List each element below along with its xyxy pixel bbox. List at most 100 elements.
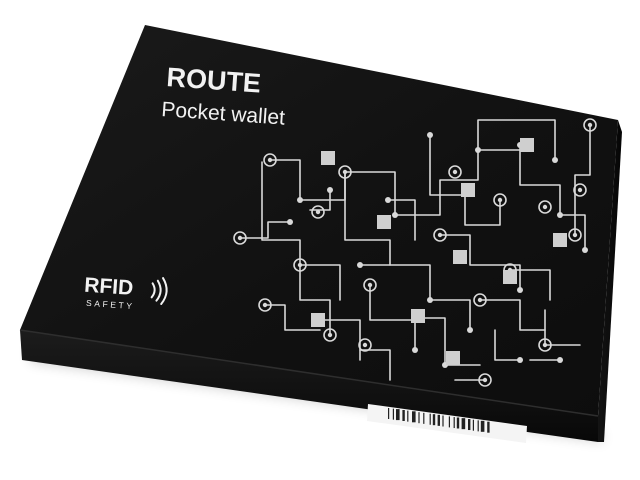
- circuit-node-ring: [293, 258, 307, 272]
- circuit-junction: [412, 347, 418, 353]
- circuit-trace: [479, 299, 546, 331]
- circuit-trace: [477, 119, 556, 161]
- circuit-trace: [261, 161, 341, 301]
- circuit-node-ring: [311, 205, 325, 219]
- barcode-bar: [472, 419, 474, 431]
- barcode-bar: [477, 420, 479, 432]
- box-right-side: [598, 120, 622, 442]
- barcode-bar: [448, 416, 450, 428]
- circuit-trace: [387, 199, 416, 241]
- circuit-junction: [467, 327, 473, 333]
- circuit-node-dot: [587, 122, 593, 128]
- circuit-trace: [239, 221, 291, 239]
- circuit-junction: [297, 197, 303, 203]
- circuit-junction: [385, 197, 391, 203]
- barcode-bar: [402, 409, 405, 421]
- circuit-node-dot: [362, 342, 368, 348]
- circuit-junction: [517, 287, 523, 293]
- circuit-node-dot: [262, 302, 268, 308]
- barcode-bar: [418, 412, 420, 424]
- circuit-chip: [553, 233, 567, 247]
- circuit-node-ring: [568, 228, 582, 242]
- circuit-chip: [520, 138, 534, 152]
- circuit-node-dot: [482, 377, 488, 383]
- circuit-node-dot: [572, 232, 578, 238]
- circuit-trace: [429, 134, 501, 226]
- rfid-label: RFID: [84, 274, 134, 300]
- circuit-trace: [414, 317, 481, 366]
- circuit-junction: [287, 219, 293, 225]
- circuit-node-dot: [327, 332, 333, 338]
- barcode-sticker: [367, 404, 527, 443]
- circuit-trace: [359, 349, 391, 381]
- barcode-bar: [432, 414, 436, 426]
- barcode-bar: [453, 417, 455, 429]
- circuit-node-dot: [297, 262, 303, 268]
- barcode-bar: [392, 408, 394, 420]
- barcode-bar: [456, 417, 460, 429]
- circuit-junction: [392, 212, 398, 218]
- circuit-chip: [503, 270, 517, 284]
- circuit-junction: [557, 212, 563, 218]
- barcode-bar: [396, 409, 400, 421]
- circuit-node-dot: [577, 187, 583, 193]
- barcode-bar: [468, 419, 471, 431]
- circuit-node-dot: [542, 204, 548, 210]
- rfid-safety-label: SAFETY: [86, 298, 135, 311]
- circuit-node-ring: [258, 298, 272, 312]
- circuit-trace: [344, 171, 391, 266]
- circuit-node-ring: [493, 193, 507, 207]
- circuit-node-ring: [363, 278, 377, 292]
- circuit-node-ring: [583, 118, 597, 132]
- circuit-chip: [321, 151, 335, 165]
- barcode-bar: [442, 415, 444, 427]
- circuit-node-dot: [315, 209, 321, 215]
- circuit-trace: [559, 214, 586, 251]
- circuit-node-dot: [367, 282, 373, 288]
- circuit-junction: [475, 147, 481, 153]
- circuit-node-ring: [538, 200, 552, 214]
- barcode-icon: [388, 408, 490, 433]
- circuit-junction: [357, 262, 363, 268]
- circuit-node-dot: [237, 235, 243, 241]
- circuit-node-dot: [267, 157, 273, 163]
- box-top-face: [20, 25, 618, 416]
- circuit-junction: [327, 187, 333, 193]
- circuit-junction: [427, 297, 433, 303]
- box-front-side: [20, 330, 598, 442]
- barcode-bar: [388, 408, 390, 419]
- circuit-node-dot: [477, 297, 483, 303]
- circuit-junction: [557, 357, 563, 363]
- circuit-trace: [494, 329, 521, 361]
- rfid-badge: RFID SAFETY: [84, 274, 168, 311]
- circuit-trace: [394, 149, 521, 216]
- circuit-node-ring: [358, 338, 372, 352]
- barcode-bar: [423, 412, 425, 424]
- circuit-chip: [311, 313, 325, 327]
- barcode-bar: [437, 414, 440, 426]
- circuit-trace: [519, 144, 561, 216]
- circuit-trace: [369, 284, 416, 351]
- barcode-bar: [480, 420, 485, 432]
- product-title: ROUTE: [166, 62, 262, 99]
- circuit-node-ring: [323, 328, 337, 342]
- circuit-chip: [453, 250, 467, 264]
- barcode-bar: [412, 411, 416, 423]
- circuit-chip: [461, 183, 475, 197]
- circuit-chip: [446, 351, 460, 365]
- circuit-node-dot: [542, 342, 548, 348]
- barcode-bar: [461, 418, 466, 430]
- circuit-trace: [574, 124, 591, 236]
- barcode-bar: [407, 410, 409, 422]
- circuit-node-ring: [233, 231, 247, 245]
- circuit-node-dot: [452, 169, 458, 175]
- barcode-bar: [429, 413, 431, 425]
- circuit-node-ring: [448, 165, 462, 179]
- wireless-waves-icon: [150, 277, 168, 306]
- circuit-junction: [582, 247, 588, 253]
- circuit-chip: [411, 309, 425, 323]
- circuit-node-ring: [538, 338, 552, 352]
- circuit-node-ring: [433, 228, 447, 242]
- circuit-trace: [509, 269, 551, 301]
